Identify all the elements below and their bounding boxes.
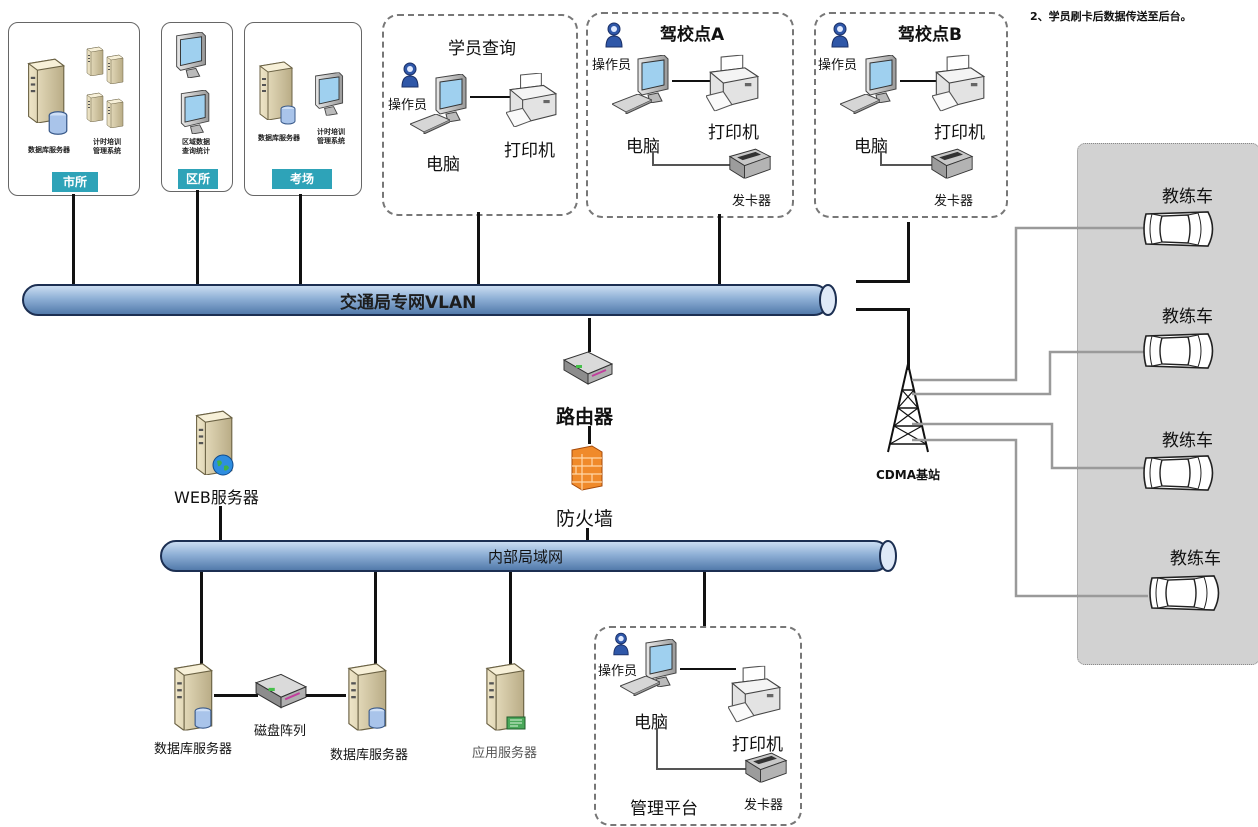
- coach-car-label: 教练车: [1162, 182, 1213, 207]
- car-icon: [1146, 572, 1224, 614]
- coach-car-label: 教练车: [1162, 426, 1213, 451]
- car-icon: [1140, 330, 1218, 372]
- car-icon: [1140, 208, 1218, 250]
- coach-car-label: 教练车: [1162, 302, 1213, 327]
- car-icon: [1140, 452, 1218, 494]
- coach-car-label: 教练车: [1170, 544, 1221, 569]
